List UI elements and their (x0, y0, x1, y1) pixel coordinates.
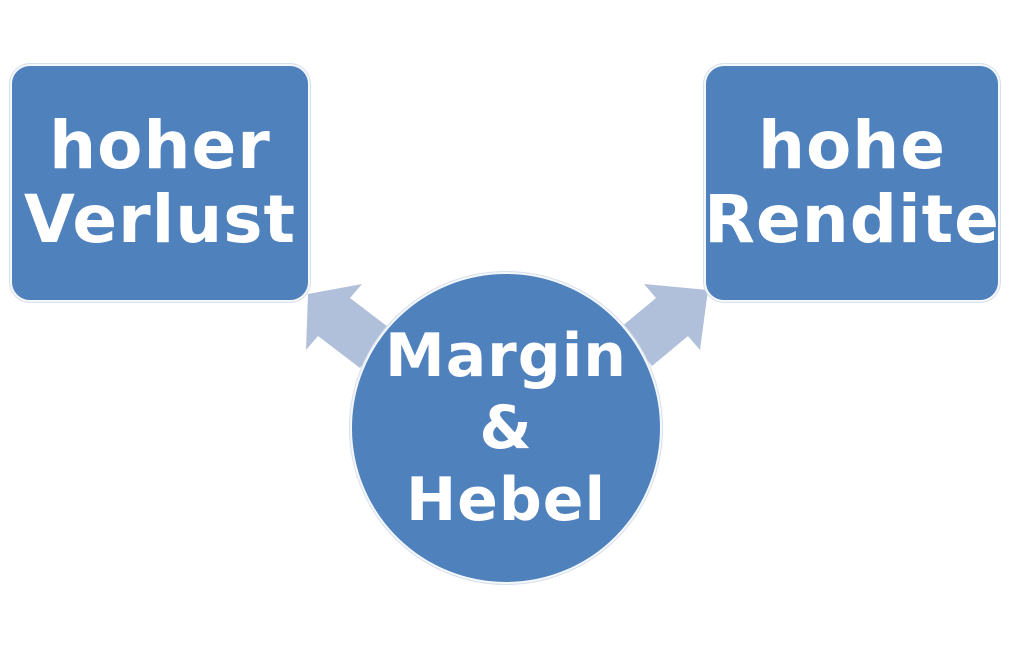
right-box-high-return: hohe Rendite (704, 64, 1000, 302)
left-box-text: hoher Verlust (24, 109, 296, 257)
right-box-line-2: Rendite (704, 181, 1000, 258)
arrow-left-icon (306, 284, 392, 368)
right-box-text: hohe Rendite (704, 109, 1000, 257)
center-line-2: & (479, 393, 533, 463)
left-box-line-1: hoher (49, 107, 271, 184)
center-line-1: Margin (384, 321, 627, 391)
arrow-right-icon (620, 284, 708, 366)
center-circle-margin-leverage: Margin & Hebel (350, 272, 662, 584)
right-box-line-1: hohe (757, 107, 947, 184)
left-box-line-2: Verlust (23, 181, 297, 258)
center-line-3: Hebel (405, 465, 607, 535)
left-box-high-loss: hoher Verlust (10, 64, 310, 302)
